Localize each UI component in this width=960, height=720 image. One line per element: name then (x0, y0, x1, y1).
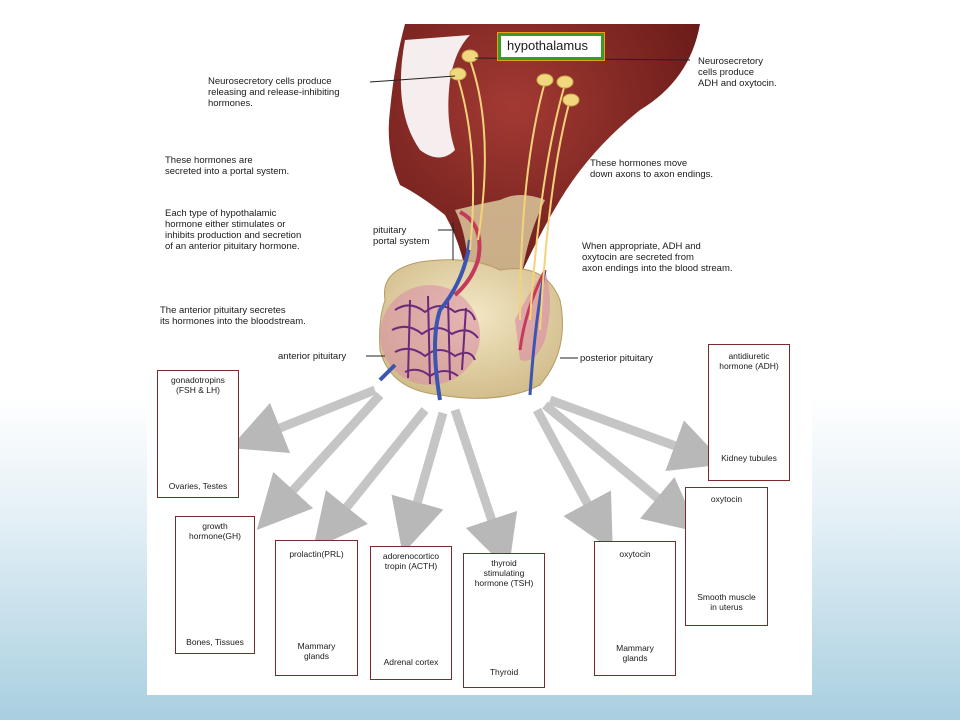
card-tsh-title: thyroid stimulating hormone (TSH) (474, 558, 534, 588)
card-acth: adorenocortico tropin (ACTH) Adrenal cor… (370, 546, 452, 680)
card-acth-target: Adrenal cortex (383, 657, 439, 667)
card-tsh: thyroid stimulating hormone (TSH) Thyroi… (463, 553, 545, 688)
hypothalamus-label: hypothalamus (497, 32, 605, 61)
card-adh: antidiuretic hormone (ADH) Kidney tubule… (708, 344, 790, 481)
when-appropriate-label: When appropriate, ADH and oxytocin are s… (582, 241, 733, 274)
card-oxytocin-mammary-title: oxytocin (619, 549, 651, 559)
anterior-pituitary-label: anterior pituitary (278, 351, 347, 362)
card-adh-target: Kidney tubules (721, 453, 777, 463)
card-oxytocin-uterus-target: Smooth muscle in uterus (697, 592, 756, 612)
card-acth-title: adorenocortico tropin (ACTH) (382, 551, 440, 571)
card-gh-target: Bones, Tissues (186, 637, 244, 647)
card-oxytocin-mammary-target: Mammary glands (616, 643, 654, 663)
portal-vessel-blue (433, 239, 472, 401)
axons (457, 59, 571, 331)
card-adh-title: antidiuretic hormone (ADH) (719, 351, 779, 371)
brain-fold (400, 35, 470, 158)
card-oxytocin-uterus: oxytocin Smooth muscle in uterus (685, 487, 768, 626)
card-prl-target: Mammary glands (297, 641, 336, 661)
card-gonadotropins-title: gonadotropins (FSH & LH) (171, 375, 225, 395)
card-gonadotropins: gonadotropins (FSH & LH) Ovaries, Testes (157, 370, 239, 498)
card-growth-hormone: growth hormone(GH) Bones, Tissues (175, 516, 255, 654)
neurosecretory-right-label: Neurosecretory cells produce ADH and oxy… (698, 56, 777, 89)
portal-system-label: pituitary portal system (373, 225, 430, 247)
card-prl-title: prolactin(PRL) (289, 549, 344, 559)
neurosecretory-cells (449, 49, 580, 107)
hormone-type-label: Each type of hypothalamic hormone either… (165, 208, 302, 252)
card-prolactin: prolactin(PRL) Mammary glands (275, 540, 358, 676)
card-gonadotropins-target: Ovaries, Testes (168, 481, 228, 491)
hormone-arrows (229, 385, 726, 571)
posterior-pituitary-label: posterior pituitary (580, 353, 653, 364)
anterior-lobe (380, 285, 480, 385)
card-tsh-target: Thyroid (489, 667, 519, 677)
outflow-left (378, 363, 397, 382)
card-gh-title: growth hormone(GH) (189, 521, 241, 541)
portal-secreted-label: These hormones are secreted into a porta… (165, 155, 290, 177)
card-oxytocin-mammary: oxytocin Mammary glands (594, 541, 676, 676)
card-oxytocin-uterus-title: oxytocin (710, 494, 743, 504)
axons-label: These hormones move down axons to axon e… (590, 158, 714, 180)
neurosecretory-left-label: Neurosecretory cells produce releasing a… (208, 76, 340, 109)
anterior-secretes-label: The anterior pituitary secretes its horm… (160, 305, 306, 327)
